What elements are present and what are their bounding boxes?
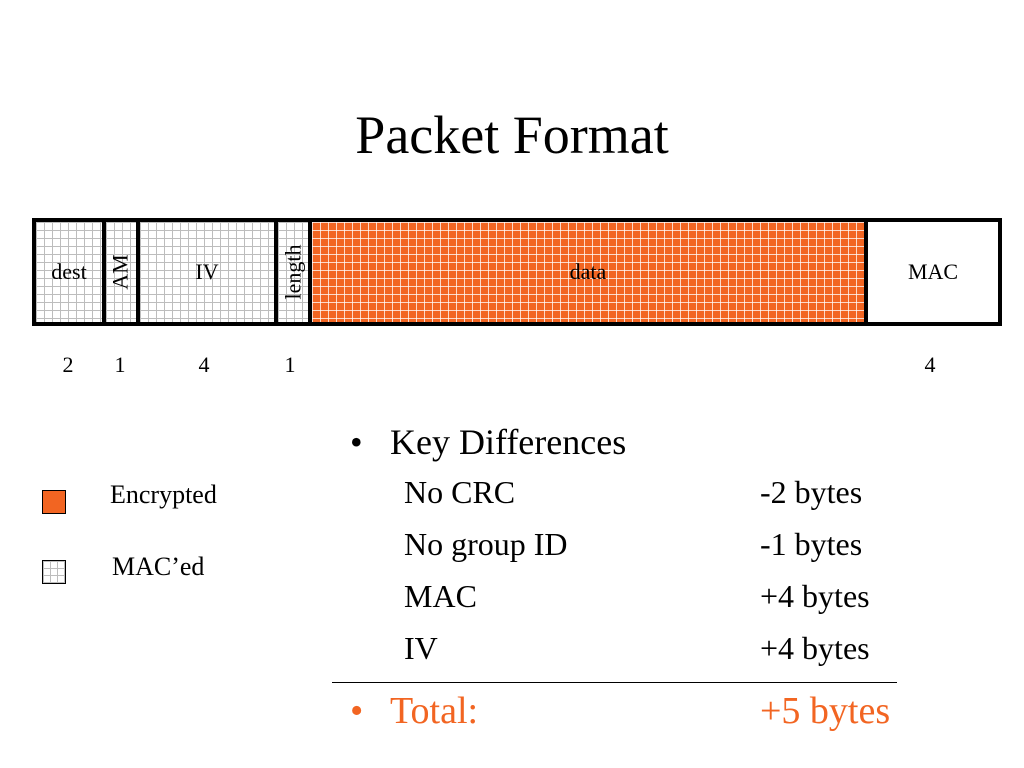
difference-row: No CRC -2 bytes: [332, 466, 932, 518]
field-label-dest: dest: [51, 259, 87, 284]
difference-value: +4 bytes: [760, 578, 870, 614]
difference-row: No group ID -1 bytes: [332, 518, 932, 570]
difference-label: MAC: [404, 578, 477, 614]
total-row: • Total: +5 bytes: [332, 686, 932, 736]
field-label-length: length: [280, 244, 305, 300]
difference-row: IV +4 bytes: [332, 622, 932, 674]
field-mac: MAC: [868, 222, 998, 322]
field-label-data: data: [569, 259, 607, 284]
difference-label: IV: [404, 630, 438, 666]
field-label-am: AM: [108, 254, 134, 290]
difference-label: No group ID: [404, 526, 568, 562]
field-label-mac: MAC: [907, 259, 959, 284]
size-length: 1: [284, 352, 296, 377]
key-differences: • Key Differences No CRC -2 bytes No gro…: [332, 418, 932, 674]
total-value: +5 bytes: [760, 690, 891, 732]
difference-value: -2 bytes: [760, 474, 863, 510]
size-iv: 4: [198, 352, 210, 377]
difference-label: No CRC: [404, 474, 516, 510]
field-iv: IV: [140, 222, 278, 322]
field-length: length: [278, 222, 312, 322]
difference-value: +4 bytes: [760, 630, 870, 666]
differences-heading-row: • Key Differences: [332, 418, 932, 466]
legend-maced-label: MAC’ed: [112, 552, 205, 581]
legend-encrypted: [42, 490, 66, 514]
size-mac: 4: [924, 352, 936, 377]
legend-maced: [42, 560, 66, 584]
divider: [332, 682, 897, 683]
slide-title: Packet Format: [355, 105, 669, 165]
bullet-icon: •: [350, 422, 363, 462]
bullet-icon: •: [350, 690, 364, 732]
field-label-iv: IV: [195, 259, 219, 284]
size-dest: 2: [62, 352, 74, 377]
legend-encrypted-label: Encrypted: [110, 480, 217, 509]
field-sizes: 2 1 4 1 4: [0, 352, 1024, 382]
grid-square-icon: [42, 560, 66, 584]
size-am: 1: [114, 352, 126, 377]
field-am: AM: [106, 222, 140, 322]
field-dest: dest: [36, 222, 106, 322]
field-data: data: [312, 222, 868, 322]
difference-value: -1 bytes: [760, 526, 863, 562]
differences-heading: Key Differences: [390, 422, 627, 462]
difference-row: MAC +4 bytes: [332, 570, 932, 622]
orange-square-icon: [42, 490, 66, 514]
total-label: Total:: [390, 690, 479, 732]
packet-diagram: dest AM IV length data MAC: [32, 218, 1002, 326]
